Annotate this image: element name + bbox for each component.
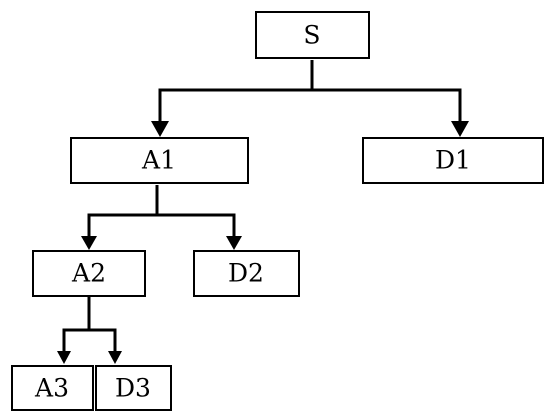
node-d2-box <box>193 250 300 297</box>
node-a1-label: A1 <box>141 146 176 175</box>
node-a2: A2 <box>32 250 146 297</box>
connectors <box>57 60 469 364</box>
arrowhead-d1 <box>451 121 469 137</box>
node-a2-box <box>32 250 146 297</box>
node-a2-label: A2 <box>71 259 106 288</box>
node-a3: A3 <box>11 365 94 411</box>
node-d3-box <box>95 365 172 411</box>
edge-a2-d3 <box>89 328 117 354</box>
arrowhead-a3 <box>57 351 71 364</box>
edge-a2-a3 <box>62 297 91 354</box>
node-d2: D2 <box>193 250 300 297</box>
node-d1-box <box>362 137 544 184</box>
arrowhead-a2 <box>81 236 97 250</box>
node-s: S <box>255 11 370 59</box>
arrowhead-d3 <box>108 351 122 364</box>
node-a3-label: A3 <box>34 374 69 403</box>
node-s-box <box>255 11 370 59</box>
node-d1-label: D1 <box>435 146 471 175</box>
node-a1: A1 <box>70 137 249 184</box>
node-d1: D1 <box>362 137 544 184</box>
edge-a1-d2 <box>157 213 236 240</box>
node-s-label: S <box>303 21 320 50</box>
node-d3: D3 <box>95 365 172 411</box>
arrowhead-d2 <box>226 236 242 250</box>
edge-s-a1 <box>158 60 314 125</box>
arrowhead-a1 <box>151 121 169 137</box>
edge-a1-a2 <box>87 185 159 240</box>
node-a3-box <box>11 365 94 411</box>
node-d3-label: D3 <box>115 374 151 403</box>
edge-s-d1 <box>312 88 462 125</box>
node-d2-label: D2 <box>228 259 264 288</box>
node-a1-box <box>70 137 249 184</box>
